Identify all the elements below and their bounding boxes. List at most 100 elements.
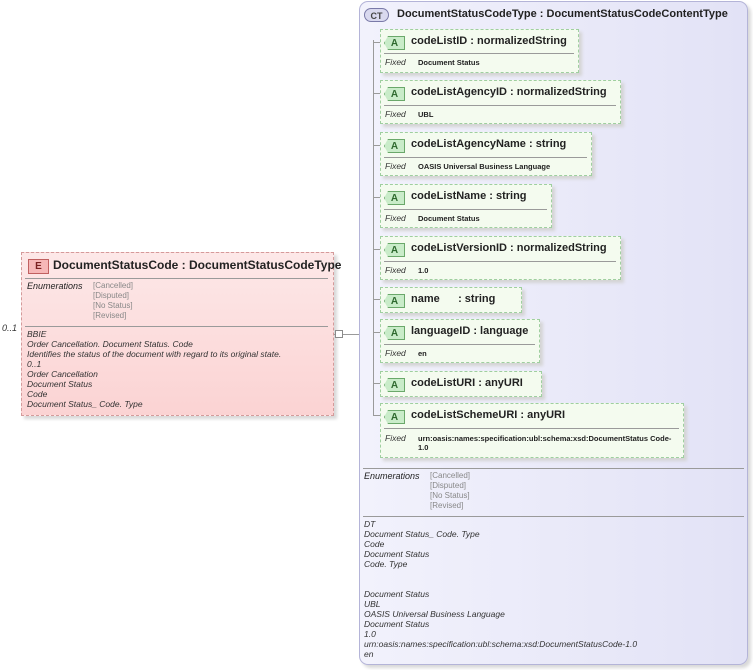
fixed-value: UBL [418, 110, 434, 119]
attr-branch [373, 93, 380, 94]
annotation-line: Document Status [27, 379, 93, 389]
annotation-line: OASIS Universal Business Language [364, 609, 505, 619]
fixed-value: Document Status [418, 214, 480, 223]
attr-branch [373, 332, 380, 333]
annotation-line: Order Cancellation. Document Status. Cod… [27, 339, 193, 349]
attribute-name: codeListAgencyID : normalizedString [411, 86, 607, 98]
enum-value: [Revised] [93, 311, 127, 320]
attribute-badge: A [384, 410, 405, 424]
attr-branch [373, 197, 380, 198]
annotation-line: Code [27, 389, 48, 399]
attribute-name: codeListID : normalizedString [411, 35, 567, 47]
fixed-label: Fixed [385, 109, 406, 119]
enum-value: [No Status] [93, 301, 133, 310]
attribute-name-attr[interactable]: A name : string [380, 287, 522, 313]
element-title: DocumentStatusCode : DocumentStatusCodeT… [53, 258, 342, 272]
complex-type-enumerations: [Cancelled] [Disputed] [No Status] [Revi… [430, 471, 470, 511]
annotation-line: Order Cancellation [27, 369, 98, 379]
attribute-name: name : string [411, 293, 496, 305]
attribute-name: languageID : language [411, 325, 529, 337]
fixed-value: Document Status [418, 58, 480, 67]
attribute-badge: A [384, 294, 405, 308]
fixed-value: urn:oasis:names:specification:ubl:schema… [418, 434, 672, 452]
enum-value: [Disputed] [93, 291, 130, 300]
attribute-name: codeListVersionID : normalizedString [411, 242, 607, 254]
element-badge: E [28, 259, 49, 274]
annotation-line: 1.0 [364, 629, 376, 639]
element-box[interactable]: E DocumentStatusCode : DocumentStatusCod… [21, 252, 341, 416]
collapse-toggle[interactable] [335, 330, 343, 338]
enum-value: [Disputed] [430, 481, 467, 490]
complex-type-annotations: DT Document Status_ Code. Type Code Docu… [364, 519, 637, 659]
fixed-value: OASIS Universal Business Language [418, 162, 551, 171]
annotation-line: en [364, 649, 374, 659]
complex-type-enumerations-label: Enumerations [364, 471, 420, 481]
attribute-name: codeListAgencyName : string [411, 138, 567, 150]
enum-value: [No Status] [430, 491, 470, 500]
attribute-badge: A [384, 191, 405, 205]
attribute-codeListID[interactable]: A codeListID : normalizedString Fixed Do… [380, 29, 579, 73]
fixed-value: 1.0 [418, 266, 429, 275]
attribute-separator [384, 344, 535, 345]
element-enumerations: [Cancelled] [Disputed] [No Status] [Revi… [93, 281, 133, 321]
complex-type-box[interactable]: CT DocumentStatusCodeType : DocumentStat… [359, 1, 748, 665]
attribute-badge: A [384, 36, 405, 50]
attribute-codeListVersionID[interactable]: A codeListVersionID : normalizedString F… [380, 236, 621, 280]
attribute-name: codeListURI : anyURI [411, 377, 523, 389]
attribute-name: codeListSchemeURI : anyURI [411, 409, 566, 421]
connector-line [334, 334, 359, 335]
annotation-line [364, 569, 637, 579]
attribute-codeListAgencyName[interactable]: A codeListAgencyName : string Fixed OASI… [380, 132, 592, 176]
annotation-line [364, 579, 637, 589]
attribute-separator [384, 105, 616, 106]
element-annotations: BBIE Order Cancellation. Document Status… [27, 329, 281, 409]
attribute-languageID[interactable]: A languageID : language Fixed en [380, 319, 540, 363]
element-separator [25, 278, 328, 279]
attr-branch [373, 249, 380, 250]
attribute-badge: A [384, 326, 405, 340]
attribute-badge: A [384, 243, 405, 257]
cardinality-label: 0..1 [2, 323, 18, 333]
attribute-codeListName[interactable]: A codeListName : string Fixed Document S… [380, 184, 552, 228]
fixed-label: Fixed [385, 161, 406, 171]
fixed-label: Fixed [385, 265, 406, 275]
attribute-separator [384, 428, 679, 429]
annotation-line: Document Status [364, 589, 430, 599]
annotation-line: BBIE [27, 329, 47, 339]
annotation-line: DT [364, 519, 376, 529]
annotation-line: Document Status_ Code. Type [27, 399, 143, 409]
annotation-line: Document Status [364, 619, 430, 629]
enum-value: [Cancelled] [430, 471, 471, 480]
attribute-separator [384, 209, 547, 210]
attribute-separator [384, 261, 616, 262]
attribute-badge: A [384, 378, 405, 392]
attr-branch [373, 415, 380, 416]
annotation-line: Code [364, 539, 385, 549]
enum-value: [Cancelled] [93, 281, 134, 290]
tree-connector [373, 40, 374, 415]
attr-branch [373, 299, 380, 300]
annotation-line: Document Status_ Code. Type [364, 529, 480, 539]
element-enumerations-label: Enumerations [27, 281, 83, 291]
fixed-label: Fixed [385, 348, 406, 358]
attribute-codeListSchemeURI[interactable]: A codeListSchemeURI : anyURI Fixed urn:o… [380, 403, 684, 458]
attribute-separator [384, 53, 574, 54]
complex-type-separator [363, 516, 744, 517]
complex-type-badge: CT [364, 8, 389, 22]
annotation-line: urn:oasis:names:specification:ubl:schema… [364, 639, 638, 649]
element-separator [25, 326, 328, 327]
attribute-name: codeListName : string [411, 190, 527, 202]
attr-branch [373, 42, 380, 43]
annotation-line: Identifies the status of the document wi… [27, 349, 282, 359]
attribute-separator [384, 157, 587, 158]
fixed-label: Fixed [385, 433, 406, 443]
complex-type-separator [363, 468, 744, 469]
attribute-codeListURI[interactable]: A codeListURI : anyURI [380, 371, 542, 397]
annotation-line: Code. Type [364, 559, 408, 569]
annotation-line: Document Status [364, 549, 430, 559]
attr-branch [373, 145, 380, 146]
complex-type-title: DocumentStatusCodeType : DocumentStatusC… [397, 8, 728, 20]
attribute-badge: A [384, 87, 405, 101]
attribute-codeListAgencyID[interactable]: A codeListAgencyID : normalizedString Fi… [380, 80, 621, 124]
annotation-line: 0..1 [27, 359, 42, 369]
